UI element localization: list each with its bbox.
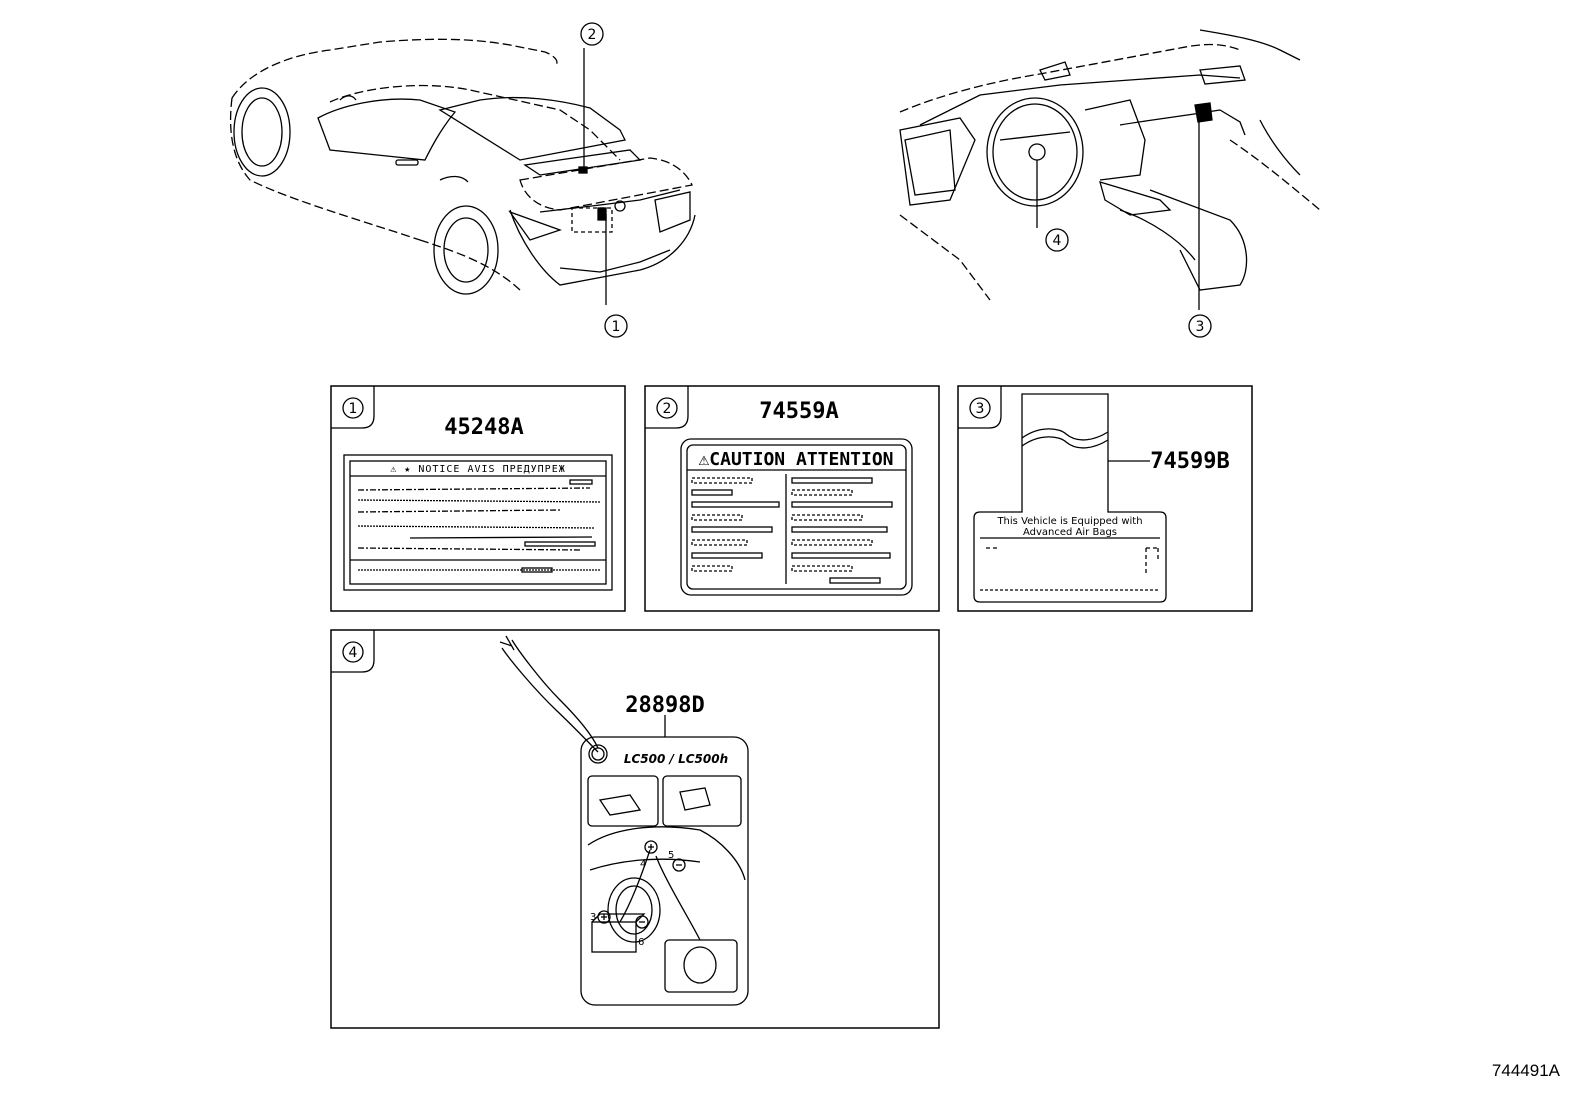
tag-title: LC500 / LC500h	[624, 752, 728, 766]
airbag-label-line2: Advanced Air Bags	[1023, 527, 1117, 538]
terminal-3: 3	[590, 912, 596, 923]
label-74559A	[680, 438, 913, 596]
panel-4-callout: 4	[349, 645, 358, 661]
panel-2-callout: 2	[663, 401, 672, 417]
terminal-4: 4	[640, 859, 646, 870]
notice-label-header: ⚠ ★ NOTICE AVIS ПРЕДУПРЕЖ	[390, 464, 566, 475]
part-number-45248A: 45248A	[444, 415, 523, 440]
callout-4-top: 4	[1053, 233, 1062, 249]
panel-3-callout: 3	[976, 401, 985, 417]
tag-28898D	[499, 635, 749, 1006]
label-45248A	[343, 454, 613, 591]
label-74599B	[973, 393, 1167, 603]
airbag-label-line1: This Vehicle is Equipped with	[996, 516, 1142, 527]
diagram-reference-number: 744491A	[1492, 1061, 1561, 1080]
part-number-74559A: 74559A	[759, 399, 838, 424]
panel-1-callout: 1	[349, 401, 358, 417]
terminal-6: 6	[638, 937, 644, 948]
part-number-74599B: 74599B	[1150, 449, 1229, 474]
part-number-28898D: 28898D	[625, 693, 704, 718]
callout-3-top: 3	[1196, 319, 1205, 335]
interior-illustration	[899, 29, 1321, 310]
callout-2-top: 2	[588, 27, 597, 43]
terminal-5: 5	[668, 850, 674, 861]
caution-label-header: ⚠CAUTION ATTENTION	[698, 449, 893, 470]
callout-1-top: 1	[612, 319, 621, 335]
rear-car-illustration	[229, 38, 696, 305]
